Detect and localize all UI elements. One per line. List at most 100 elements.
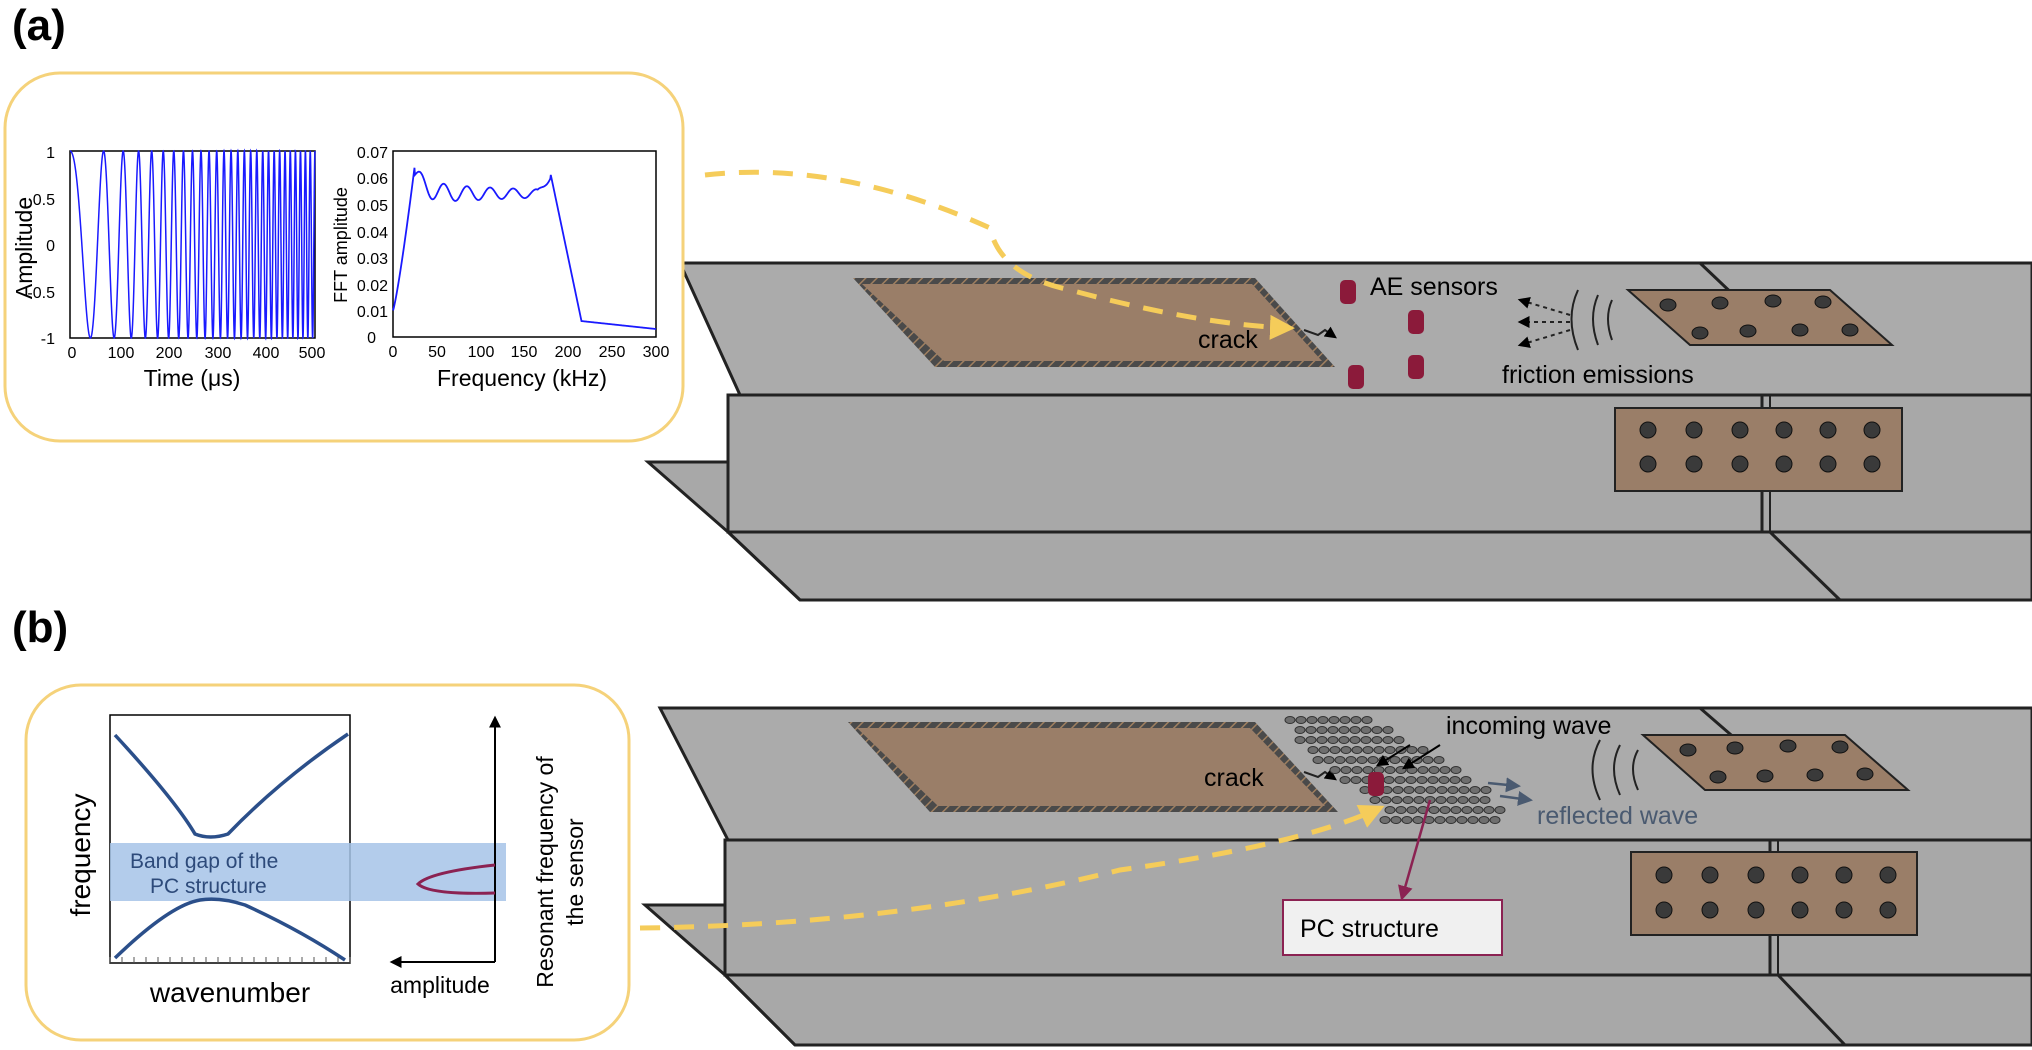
pc-cylinder — [1428, 806, 1440, 814]
pc-cylinder — [1356, 756, 1368, 764]
time-ytick: 0.5 — [33, 192, 55, 209]
pc-cylinder — [1362, 746, 1374, 754]
pc-cylinder — [1371, 736, 1383, 744]
pc-cylinder — [1334, 756, 1346, 764]
resonance-xlabel: amplitude — [390, 972, 490, 998]
pc-cylinder — [1350, 716, 1362, 724]
band-plot: Band gap of the PC structure wavenumber … — [65, 714, 506, 1008]
pc-cylinder — [1351, 746, 1363, 754]
pc-cylinder — [1405, 776, 1417, 784]
pc-cylinder — [1351, 766, 1363, 774]
time-xtick: 100 — [108, 345, 135, 362]
fft-ytick: 0 — [367, 330, 376, 347]
pc-pointer — [1398, 799, 1432, 901]
pc-cylinder — [1413, 796, 1425, 804]
pc-cylinder — [1439, 766, 1451, 774]
pc-cylinder — [1294, 726, 1306, 734]
pc-cylinder — [1329, 766, 1341, 774]
bolt-plate-top-b — [1640, 734, 1911, 791]
pc-cylinder — [1438, 776, 1450, 784]
pc-cylinder — [1339, 716, 1351, 724]
pc-cylinder — [1425, 786, 1437, 794]
pc-cylinder — [1468, 796, 1480, 804]
pc-cylinder — [1447, 786, 1459, 794]
resonance-plot: amplitude Resonant frequency of the sens… — [389, 715, 588, 998]
band-gap-label-2: PC structure — [150, 875, 267, 898]
pc-cylinder — [1435, 796, 1447, 804]
connector-arrow-b — [639, 805, 1385, 931]
lower-band — [113, 897, 346, 962]
crack-label-b: crack — [1204, 764, 1264, 792]
fft-ytick: 0.02 — [357, 278, 388, 295]
time-xtick: 0 — [68, 345, 77, 362]
reflected-arrow — [1499, 790, 1533, 806]
bolt-plate-side-b — [1630, 851, 1918, 936]
pc-cylinder — [1445, 816, 1457, 824]
emission-waves-b — [1591, 739, 1639, 801]
pc-cylinder — [1412, 816, 1424, 824]
pc-cylinder — [1472, 806, 1484, 814]
ae-sensors-label: AE sensors — [1370, 273, 1498, 301]
time-xtick: 500 — [299, 345, 326, 362]
pc-cylinder — [1295, 716, 1307, 724]
pc-cylinder — [1339, 776, 1351, 784]
pc-cylinder — [1427, 776, 1439, 784]
pc-cylinder — [1294, 736, 1306, 744]
pc-cylinder — [1403, 786, 1415, 794]
reflected-arrow — [1487, 777, 1521, 793]
ae-sensors — [1340, 280, 1424, 389]
pc-cylinder — [1338, 726, 1350, 734]
fft-xtick: 50 — [428, 344, 446, 361]
pc-cylinder — [1389, 756, 1401, 764]
pc-cylinder — [1349, 726, 1361, 734]
fft-xlabel: Frequency (kHz) — [437, 365, 607, 391]
pc-cylinder — [1406, 806, 1418, 814]
friction-waves — [1517, 289, 1613, 351]
connector-arrow-a — [704, 169, 1295, 340]
pc-cylinder — [1406, 766, 1418, 774]
time-ylabel: Amplitude — [11, 197, 37, 299]
pc-cylinder — [1422, 756, 1434, 764]
reflected-label: reflected wave — [1537, 802, 1698, 830]
pc-cylinder — [1317, 716, 1329, 724]
pc-cylinder — [1400, 756, 1412, 764]
pc-cylinder — [1382, 726, 1394, 734]
crack-tip-b — [1303, 768, 1337, 781]
fft-xtick: 200 — [555, 344, 582, 361]
crack-label-a: crack — [1198, 326, 1258, 354]
incoming-label: incoming wave — [1446, 712, 1611, 740]
pc-cylinder — [1414, 786, 1426, 794]
pc-cylinder — [1305, 726, 1317, 734]
pc-cylinder — [1406, 746, 1418, 754]
pc-cylinder — [1384, 766, 1396, 774]
fft-xtick: 150 — [511, 344, 538, 361]
fft-plot: 0.07 0.06 0.05 0.04 0.03 0.02 0.01 0 0 5… — [331, 145, 669, 391]
pc-cylinder — [1436, 786, 1448, 794]
pc-cylinder — [1338, 736, 1350, 744]
time-xtick: 300 — [205, 345, 232, 362]
pc-cylinder — [1402, 796, 1414, 804]
pc-cylinder — [1461, 806, 1473, 814]
pc-cylinder — [1340, 746, 1352, 754]
pc-cylinder — [1323, 756, 1335, 764]
pc-cylinder — [1489, 816, 1501, 824]
fft-ylabel: FFT amplitude — [331, 187, 351, 303]
time-ytick: 0 — [46, 238, 55, 255]
pc-cylinder — [1478, 816, 1490, 824]
fft-ytick: 0.01 — [357, 304, 388, 321]
pc-cylinder — [1360, 736, 1372, 744]
pc-cylinder — [1312, 756, 1324, 764]
band-xlabel: wavenumber — [149, 977, 310, 1008]
pc-cylinder — [1417, 766, 1429, 774]
pc-cylinder — [1439, 806, 1451, 814]
pc-cylinder — [1373, 746, 1385, 754]
pc-cylinder — [1382, 736, 1394, 744]
pc-cylinder — [1360, 726, 1372, 734]
pc-cylinder — [1349, 736, 1361, 744]
chirp-series — [69, 148, 316, 341]
incoming-arrow — [1375, 744, 1411, 767]
pc-cylinder — [1306, 716, 1318, 724]
pc-cylinder — [1371, 726, 1383, 734]
pc-lattice — [1284, 716, 1506, 824]
pc-cylinder — [1416, 776, 1428, 784]
